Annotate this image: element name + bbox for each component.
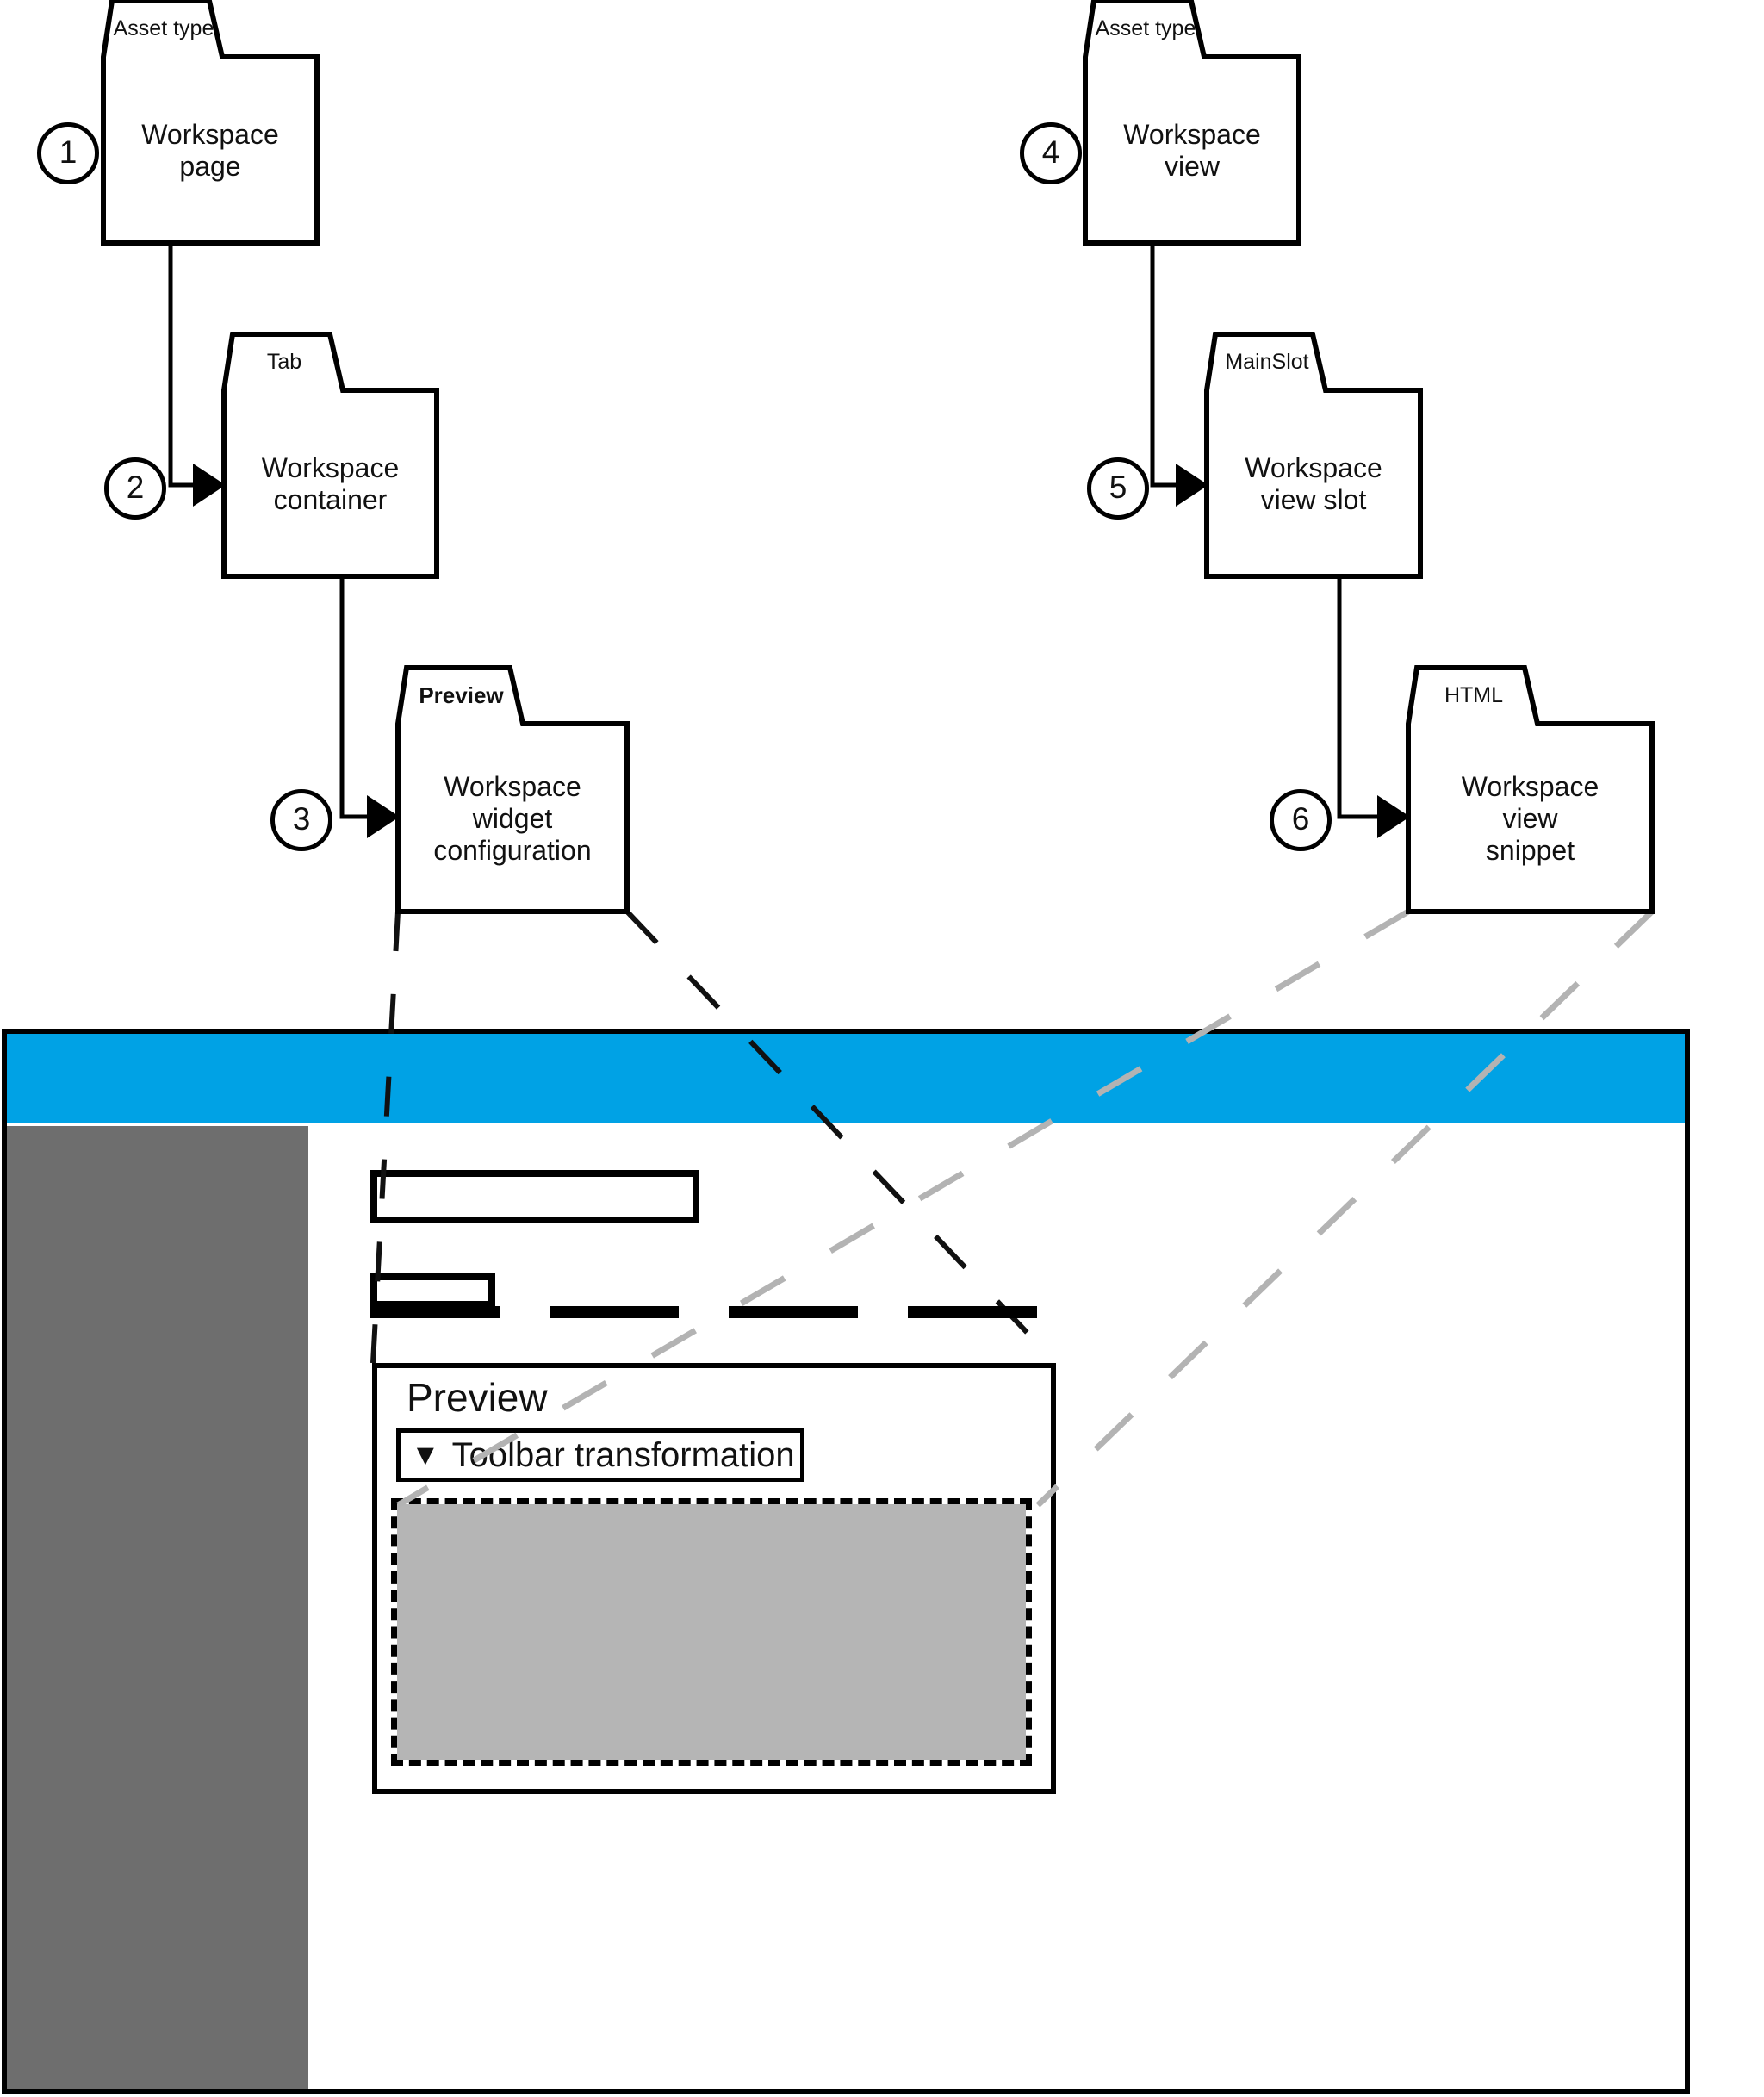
step-badge-5: 5 — [1087, 457, 1149, 520]
content-placeholder-bar — [370, 1170, 699, 1223]
connector-2-3 — [339, 576, 369, 819]
step-badge-2: 2 — [104, 457, 166, 520]
node-5-title: Workspace view slot — [1245, 452, 1382, 515]
toolbar-transformation-dropdown: ▼ Toolbar transformation — [396, 1428, 804, 1482]
node-4-title: Workspace view — [1123, 119, 1261, 182]
arrowhead-icon — [1176, 464, 1208, 507]
caret-down-icon: ▼ — [411, 1439, 440, 1472]
app-sidebar — [7, 1126, 308, 2089]
step-badge-6: 6 — [1270, 789, 1332, 851]
step-badge-1: 1 — [37, 122, 99, 184]
arrowhead-icon — [1377, 795, 1410, 838]
preview-panel: Preview ▼ Toolbar transformation — [372, 1363, 1056, 1794]
step-badge-4: 4 — [1020, 122, 1082, 184]
node-6-tab-label: HTML — [1444, 683, 1504, 707]
content-placeholder-small — [370, 1273, 495, 1308]
connector-5-6 — [1337, 576, 1379, 819]
toolbar-transformation-label: Toolbar transformation — [451, 1436, 795, 1474]
app-header-bar — [7, 1034, 1685, 1123]
node-3-title: Workspace widget configuration — [433, 771, 592, 866]
preview-panel-title: Preview — [407, 1375, 548, 1420]
step-badge-3: 3 — [270, 789, 332, 851]
node-2-tab-label: Tab — [266, 350, 302, 374]
connector-1-2 — [168, 243, 195, 488]
node-3-tab-label: Preview — [419, 682, 504, 708]
node-2-title: Workspace container — [261, 452, 400, 515]
widget-placeholder-area — [391, 1498, 1032, 1766]
node-4-tab-label: Asset type — [1095, 16, 1196, 40]
node-1-tab-label: Asset type — [113, 16, 214, 40]
node-5-tab-label: MainSlot — [1225, 350, 1309, 374]
node-6-title: Workspace view snippet — [1461, 771, 1599, 866]
node-1-title: Workspace page — [141, 119, 279, 182]
arrowhead-icon — [193, 464, 226, 507]
connector-4-5 — [1150, 243, 1177, 488]
arrowhead-icon — [367, 795, 400, 838]
